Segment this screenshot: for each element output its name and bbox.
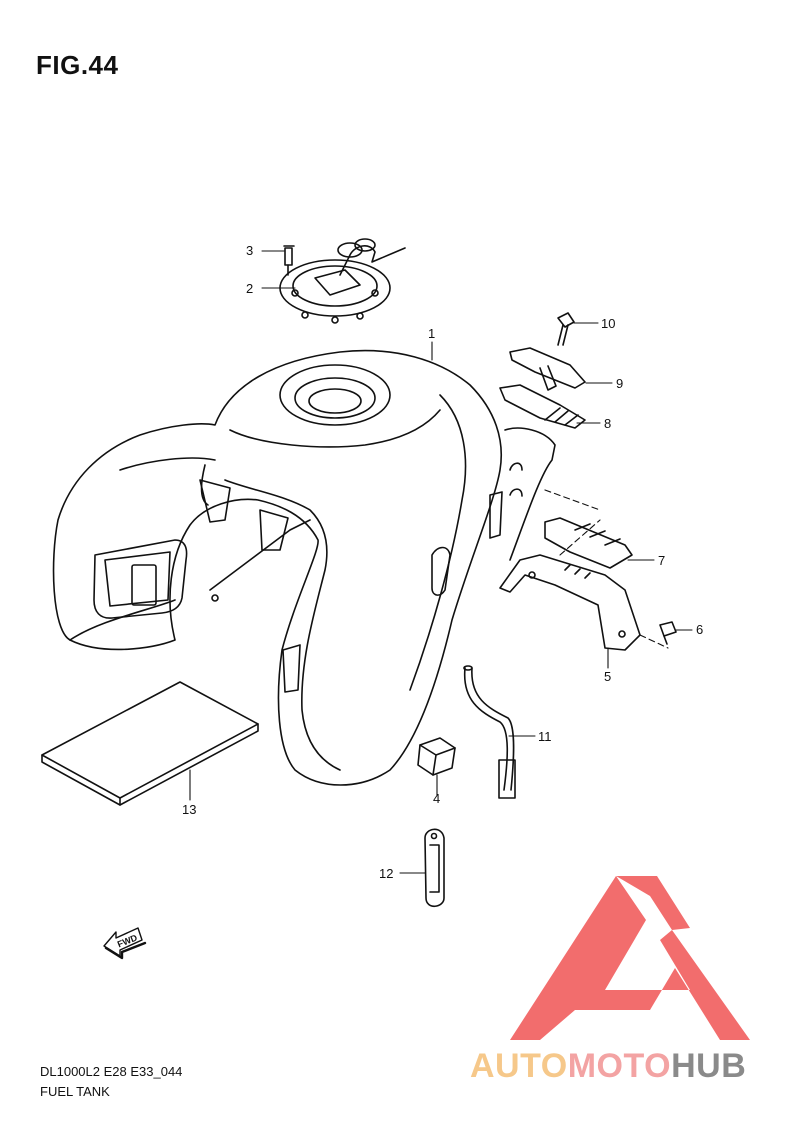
watermark-hub: HUB: [671, 1047, 747, 1085]
bolt-part: [557, 312, 575, 346]
figure-name: FUEL TANK: [40, 1084, 110, 1099]
cushion-part: [544, 517, 633, 569]
watermark-auto: AUTO: [470, 1047, 568, 1085]
label-sheet-part: [41, 681, 259, 806]
watermark-text: AUTOMOTOHUB: [470, 1047, 746, 1086]
figure-title: FIG.44: [36, 50, 119, 80]
automotohub-logo-icon: [510, 876, 750, 1040]
callout-5: 5: [604, 669, 612, 684]
fuel-tank-part: [52, 349, 556, 786]
callout-1: 1: [428, 326, 436, 341]
fuel-cap-part: [279, 238, 406, 324]
support-bracket-part: [499, 554, 641, 651]
callout-6: 6: [696, 622, 704, 637]
hose-part: [463, 665, 516, 799]
clamp-part: [424, 828, 445, 908]
bracket-top-part: [509, 347, 586, 391]
callout-12: 12: [379, 866, 394, 881]
callout-3: 3: [246, 243, 254, 258]
fwd-arrow-icon: [103, 927, 147, 960]
callout-2: 2: [246, 281, 254, 296]
watermark-moto: MOTO: [567, 1047, 672, 1085]
leader-lines: [189, 250, 693, 874]
callout-13: 13: [182, 802, 197, 817]
cushion-block-part: [417, 737, 456, 776]
callout-8: 8: [604, 416, 612, 431]
callout-4: 4: [433, 791, 441, 806]
tank-filler-neck: [279, 364, 391, 426]
callout-9: 9: [616, 376, 624, 391]
damper-part: [499, 384, 586, 429]
callout-11: 11: [538, 729, 552, 744]
screw-part: [283, 245, 295, 276]
bolt-small-part: [659, 621, 677, 645]
callout-7: 7: [658, 553, 666, 568]
figure-code: DL1000L2 E28 E33_044: [40, 1064, 183, 1079]
callout-10: 10: [601, 316, 616, 331]
